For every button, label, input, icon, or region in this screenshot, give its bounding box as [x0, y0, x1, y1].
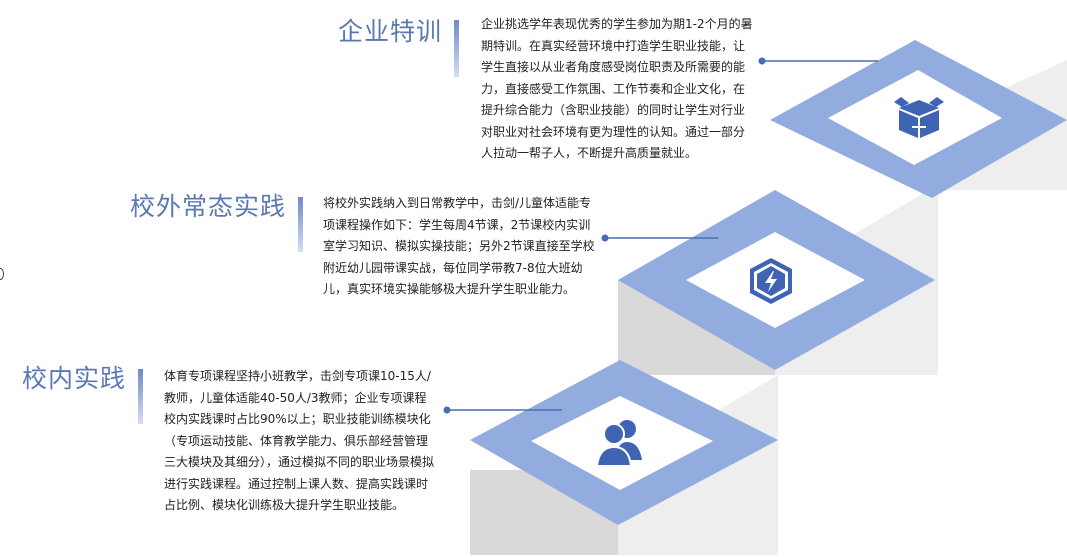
connector-top [758, 57, 878, 65]
lightning-icon [750, 258, 792, 304]
step-title: 校外常态实践 [130, 192, 287, 221]
box-icon [894, 97, 944, 138]
step-title: 企业特训 [338, 17, 443, 46]
title-accent-bar [298, 197, 303, 252]
step-description: 体育专项课程坚持小班教学，击剑专项课10-15人/教师，儿童体适能40-50人/… [164, 369, 435, 512]
title-accent-bar [454, 20, 459, 77]
connector-bottom [443, 406, 562, 414]
step-title: 校内实践 [22, 364, 127, 393]
title-accent-bar [138, 369, 143, 424]
users-icon [595, 420, 642, 467]
step-description: 将校外实践纳入到日常教学中，击剑/儿童体适能专项课程操作如下：学生每周4节课，2… [323, 196, 595, 296]
step-description: 企业挑选学年表现优秀的学生参加为期1-2个月的暑期特训。在真实经营环境中打造学生… [481, 17, 753, 160]
connector-middle [601, 234, 718, 242]
